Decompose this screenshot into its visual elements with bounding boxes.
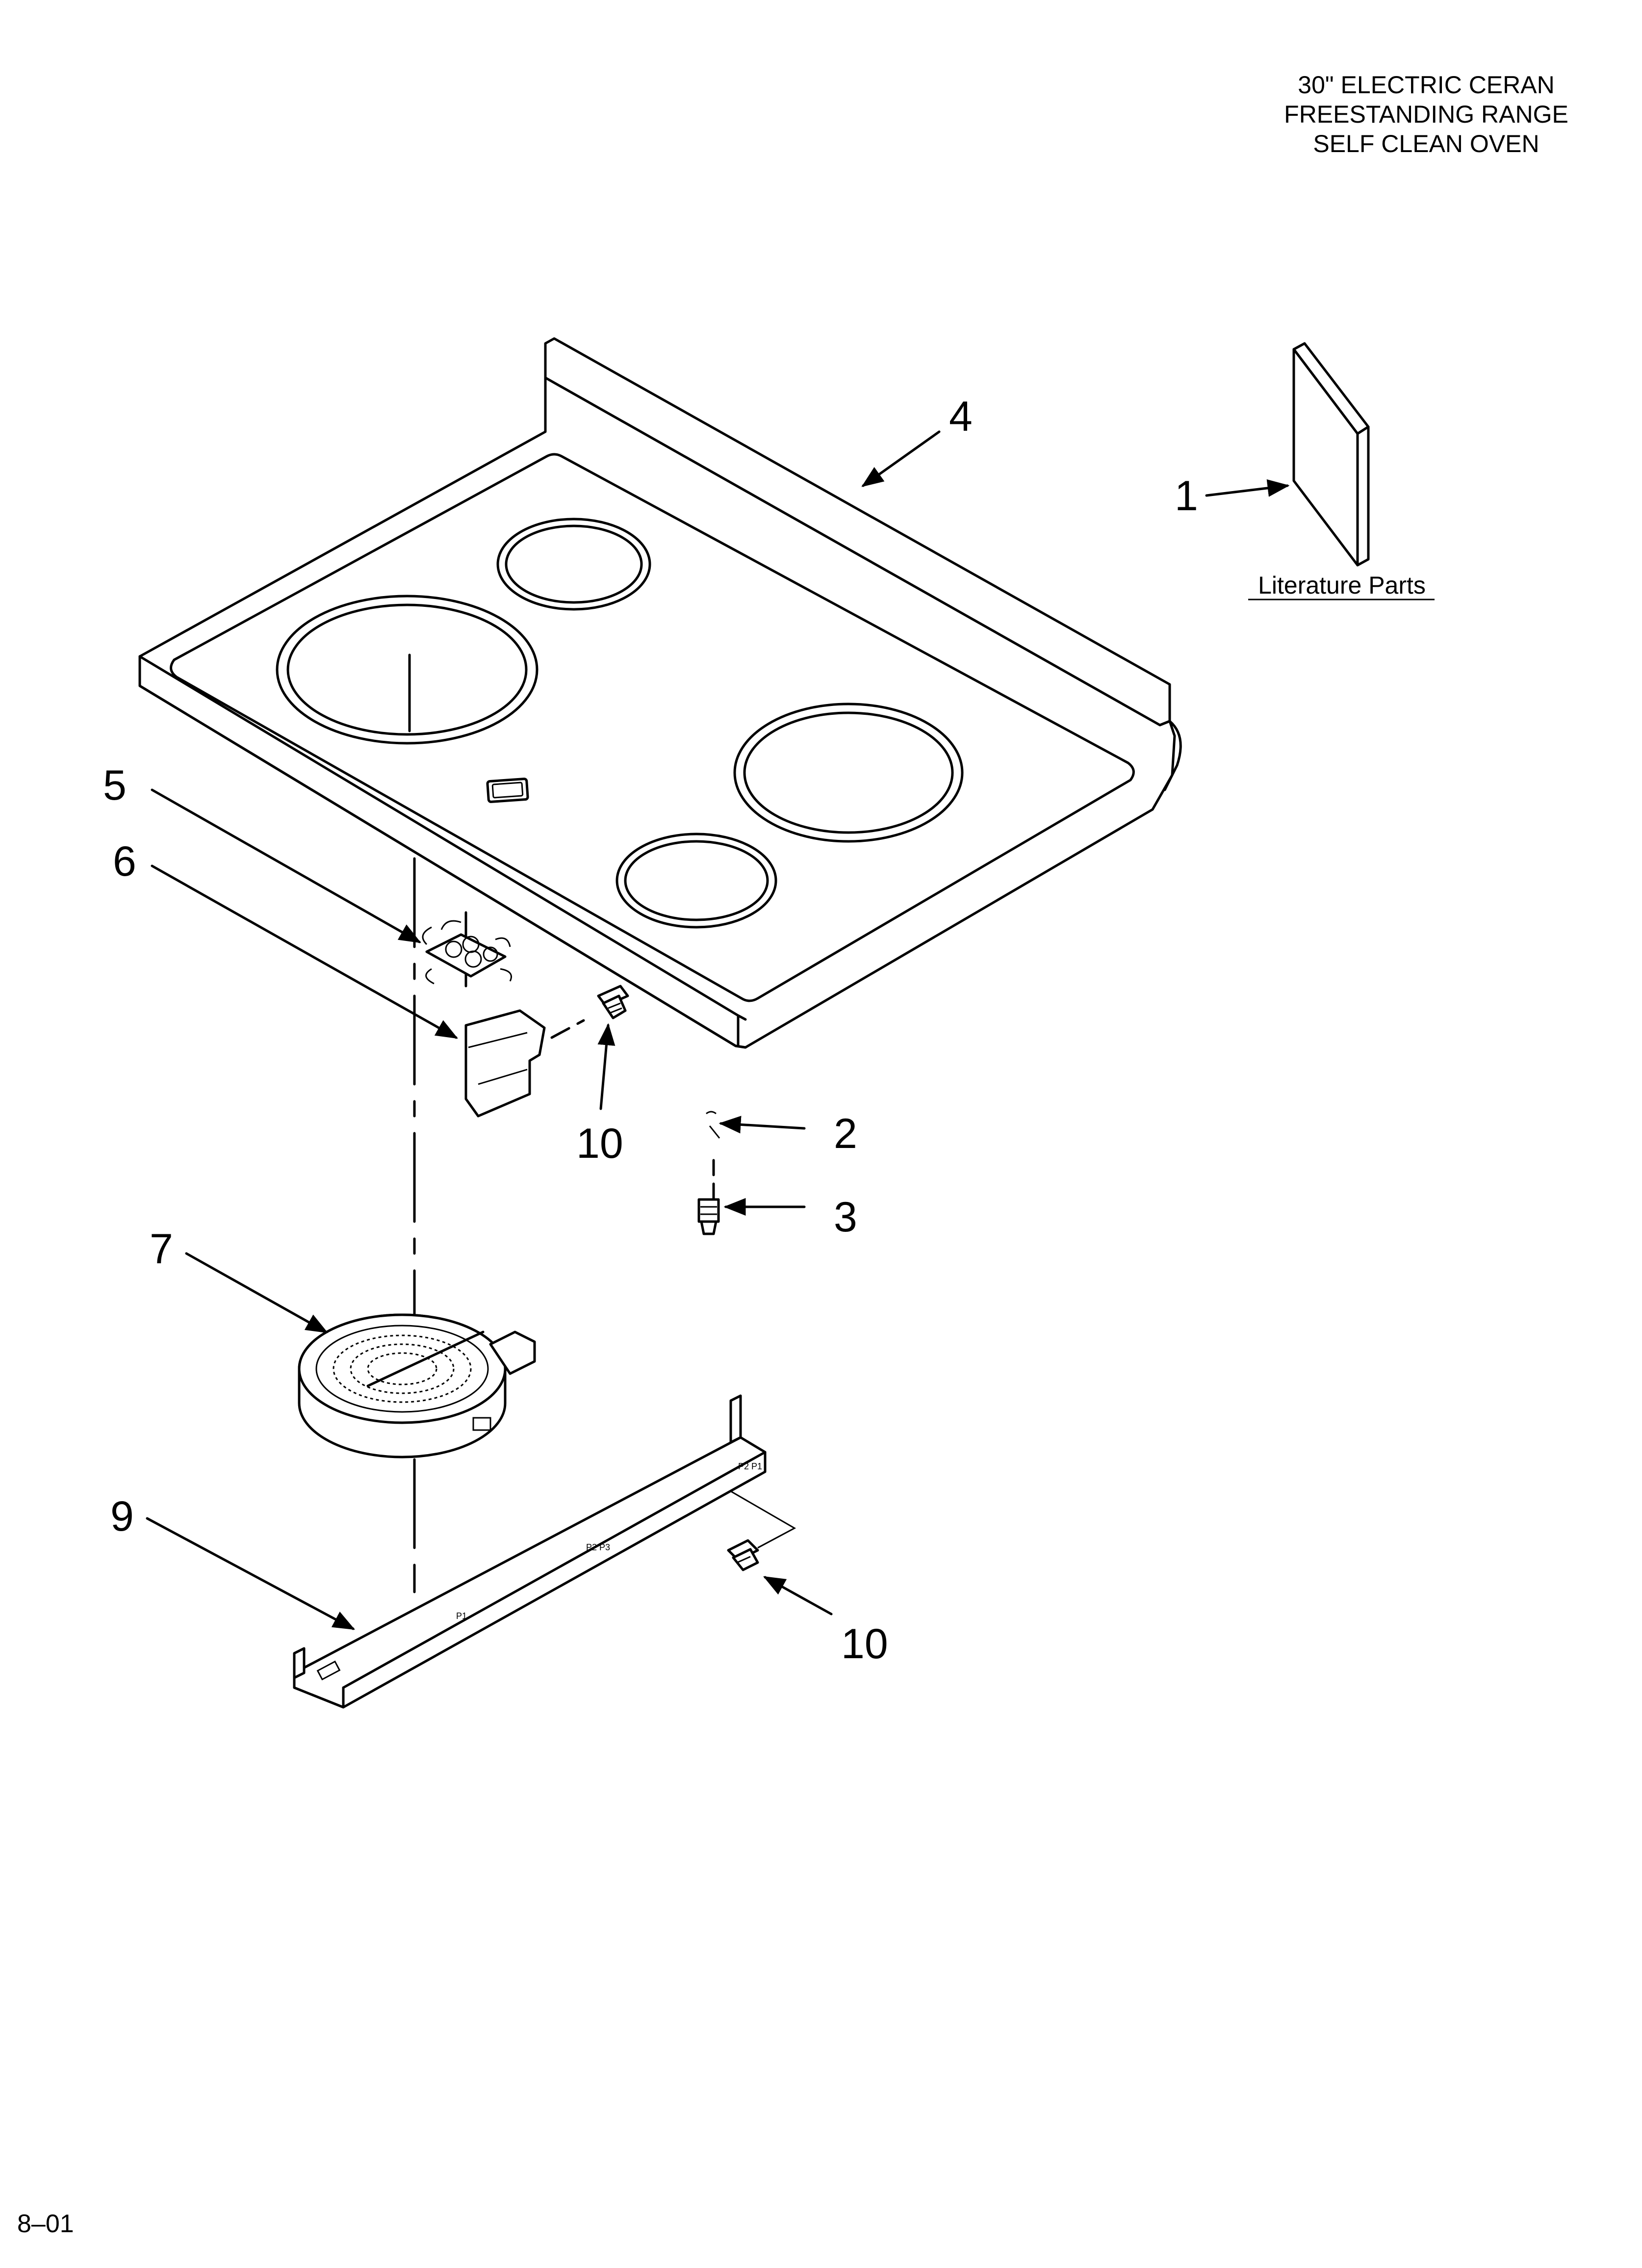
callout-2: 2 bbox=[834, 1110, 857, 1157]
radiant-element bbox=[298, 1313, 536, 1459]
title-line-2: FREESTANDING RANGE bbox=[1284, 101, 1568, 128]
literature-parts-label: Literature Parts bbox=[1258, 572, 1426, 599]
callout-9: 9 bbox=[110, 1493, 134, 1540]
screw-3 bbox=[697, 1198, 720, 1235]
literature-booklet bbox=[1292, 342, 1370, 567]
title-line-3: SELF CLEAN OVEN bbox=[1313, 130, 1539, 157]
screw-lower bbox=[727, 1539, 759, 1571]
mounting-bracket bbox=[464, 1009, 546, 1118]
callout-10-upper: 10 bbox=[576, 1120, 623, 1167]
callout-3: 3 bbox=[834, 1194, 857, 1241]
callout-5: 5 bbox=[103, 762, 127, 809]
terminal-block bbox=[422, 920, 512, 985]
svg-text:P2 P1: P2 P1 bbox=[738, 1461, 762, 1471]
footer-code: 8–01 bbox=[17, 2210, 74, 2238]
callout-6: 6 bbox=[113, 838, 136, 885]
retaining-clip bbox=[706, 1111, 720, 1139]
callout-7: 7 bbox=[150, 1225, 173, 1273]
callout-4: 4 bbox=[949, 393, 973, 440]
leader-arrows bbox=[146, 430, 1290, 1630]
callout-10-lower: 10 bbox=[841, 1620, 888, 1668]
svg-text:P2 P3: P2 P3 bbox=[586, 1542, 610, 1552]
svg-text:P1: P1 bbox=[456, 1611, 467, 1621]
callout-1: 1 bbox=[1175, 472, 1198, 520]
screw-upper bbox=[597, 985, 629, 1019]
title-line-1: 30" ELECTRIC CERAN bbox=[1298, 71, 1554, 99]
support-bar: P2 P1 P2 P3 P1 bbox=[293, 1394, 767, 1709]
cooktop bbox=[138, 337, 1182, 1049]
